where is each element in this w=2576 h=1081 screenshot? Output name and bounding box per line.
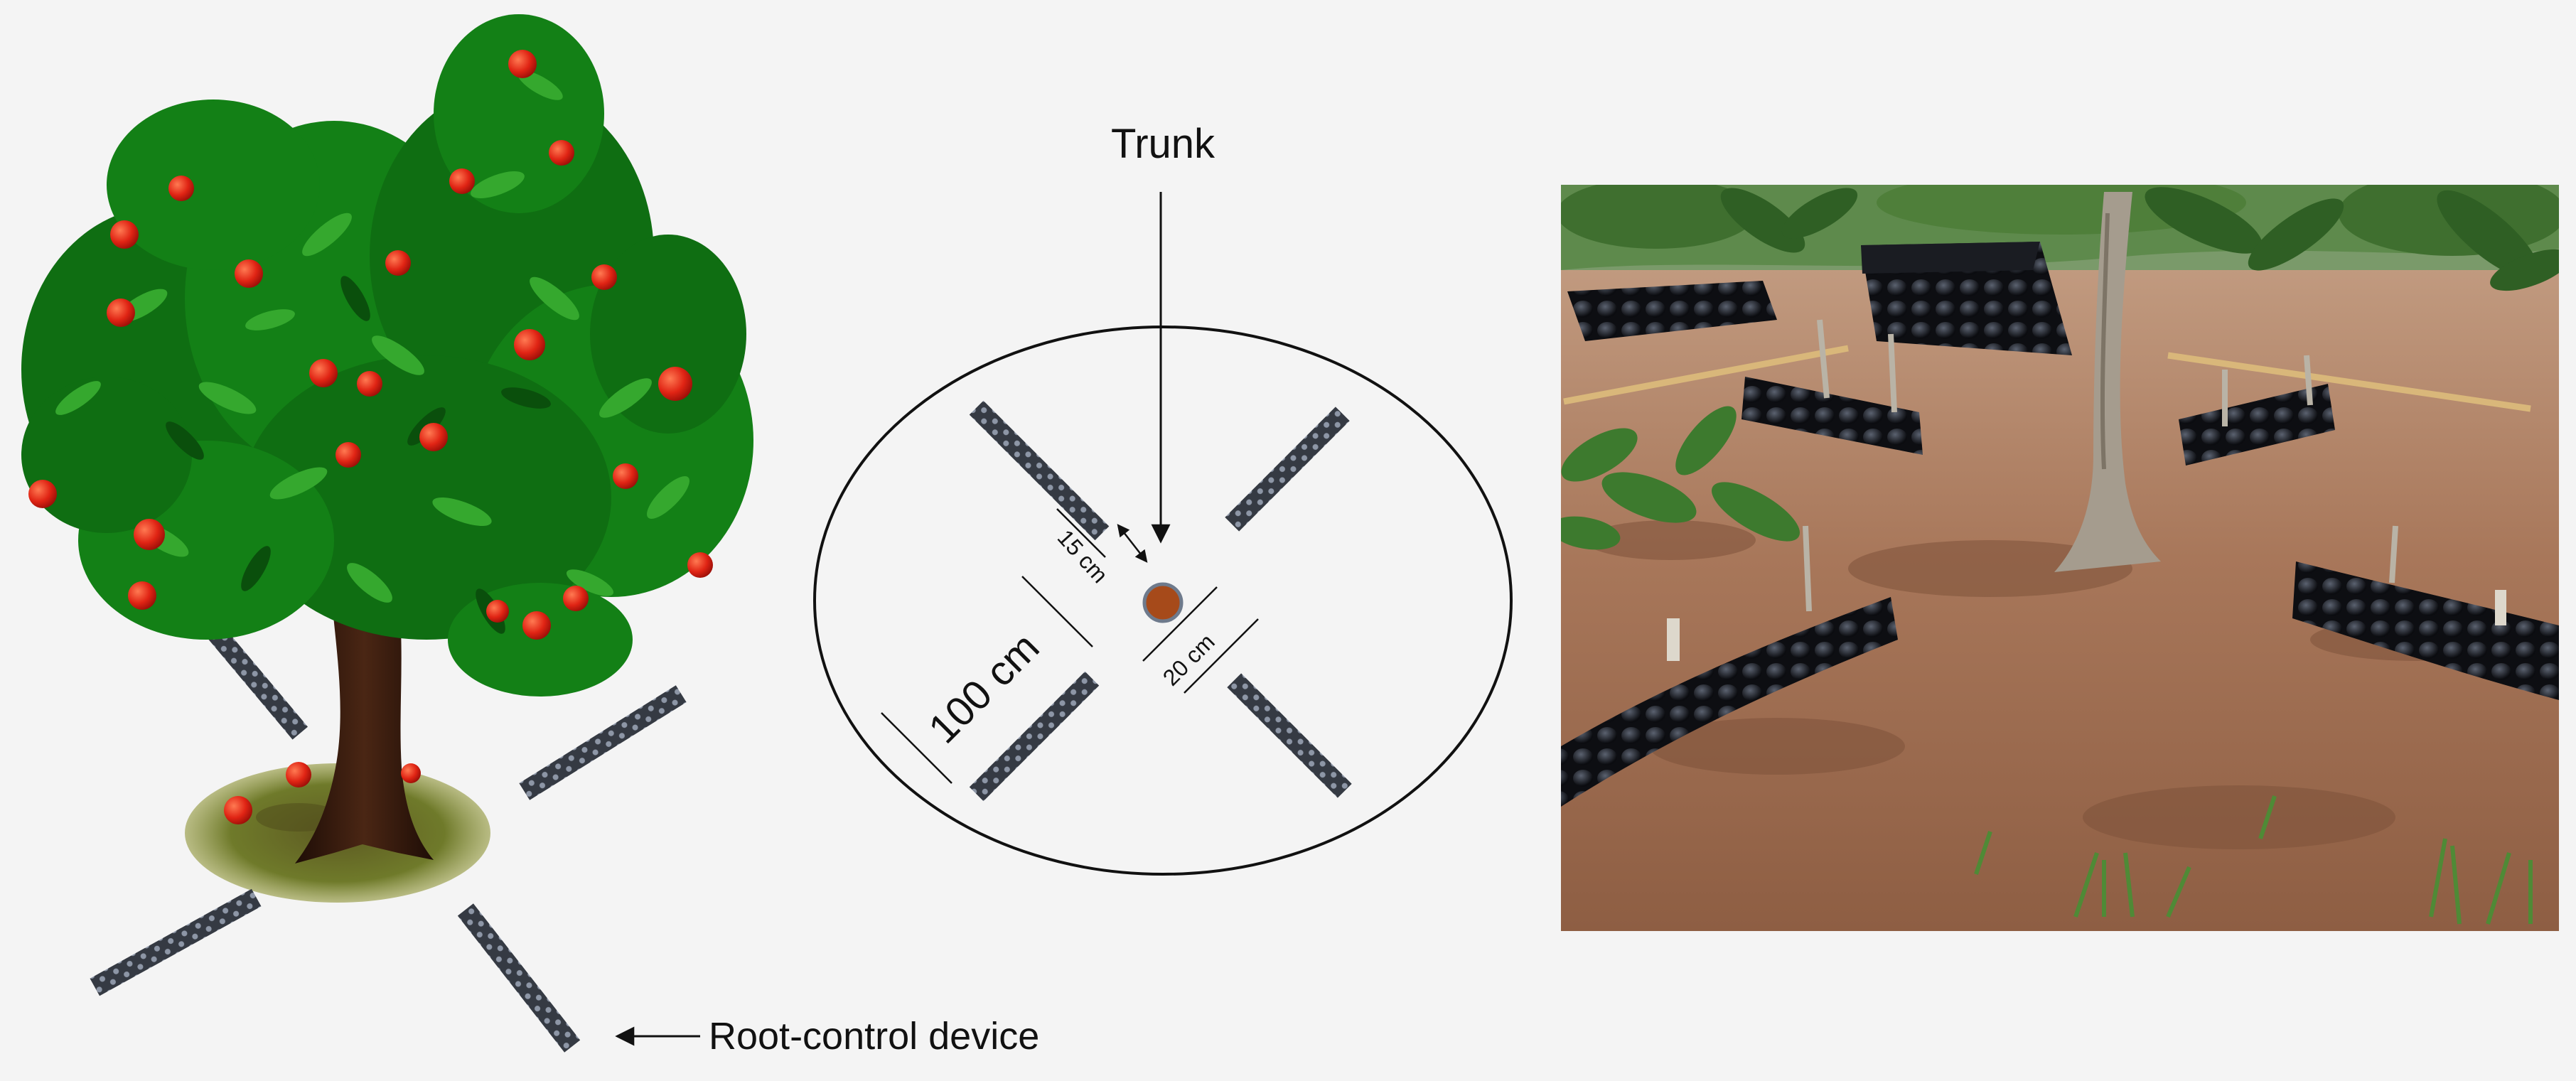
photo-tree-trunk xyxy=(2054,192,2161,572)
root-control-device-sw xyxy=(90,888,262,996)
schematic-device-sw xyxy=(969,671,1100,802)
root-control-device-ne xyxy=(519,685,687,800)
root-control-device-callout: Root-control device xyxy=(615,1015,1039,1058)
root-control-device-se xyxy=(457,903,581,1053)
fallen-fruits xyxy=(224,762,421,824)
plan-schematic: Trunk 15 cm 20 cm 100 cm xyxy=(813,121,1513,876)
field-photo xyxy=(1561,185,2559,931)
dimension-100cm: 100 cm xyxy=(881,576,1093,784)
root-control-device-nw xyxy=(200,618,308,740)
canopy-outline-circle xyxy=(813,326,1513,876)
schematic-device-nw xyxy=(969,400,1110,541)
schematic-device-se xyxy=(1227,673,1352,798)
device-label: Root-control device xyxy=(709,1015,1039,1058)
peach-fruits xyxy=(28,50,713,640)
trunk-label: Trunk xyxy=(1111,121,1215,167)
tree-trunk xyxy=(295,583,434,864)
tree-illustration xyxy=(21,14,753,1053)
trunk-dot xyxy=(1142,582,1184,623)
schematic-device-ne xyxy=(1225,407,1350,532)
